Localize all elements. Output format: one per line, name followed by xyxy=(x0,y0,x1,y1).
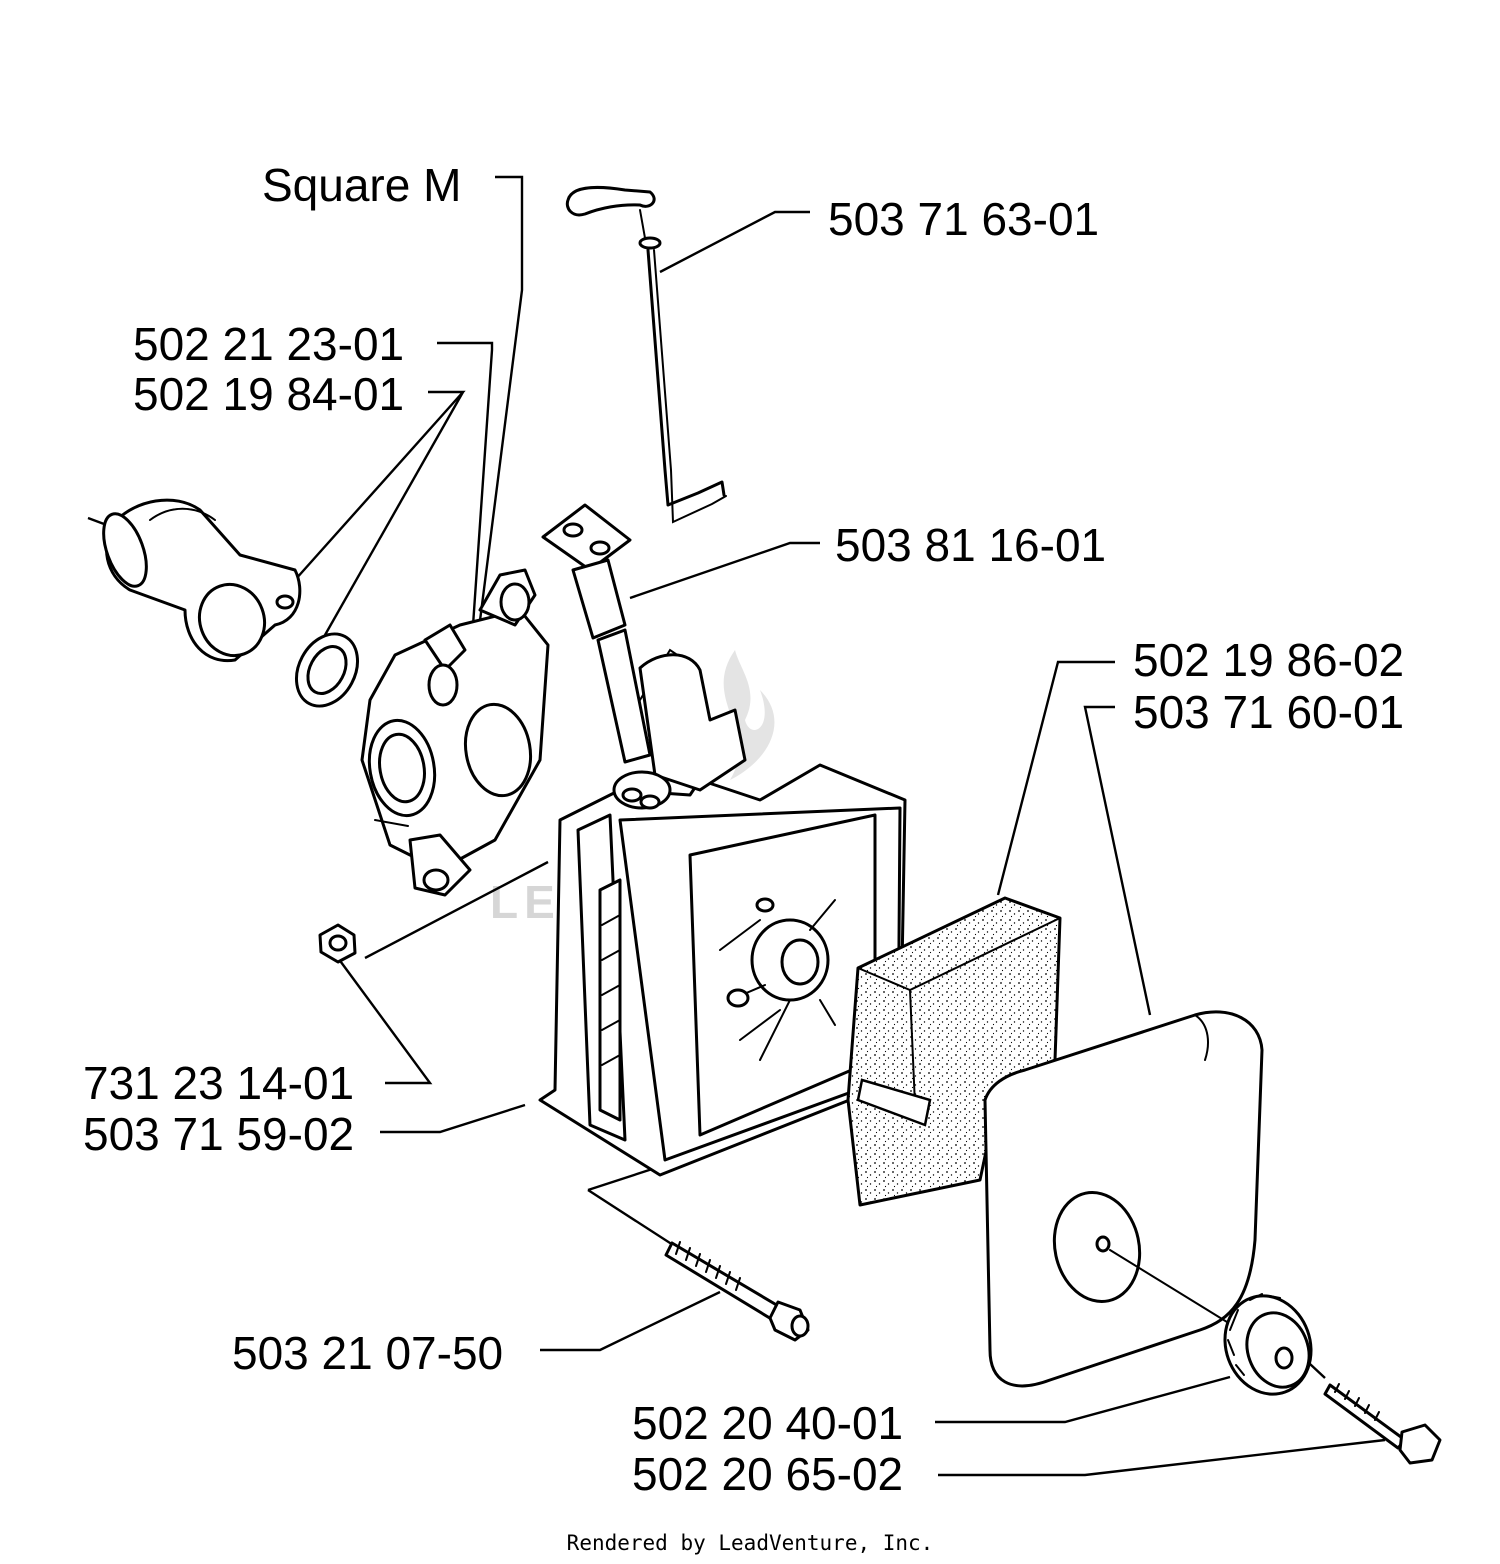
nut-part xyxy=(318,923,357,964)
carb-adapter-part xyxy=(102,498,302,663)
filter-cover-part xyxy=(983,1010,1264,1388)
label-502-20-40-01: 502 20 40-01 xyxy=(632,1397,903,1449)
label-503-71-59-02: 503 71 59-02 xyxy=(83,1108,354,1160)
housing-screw-part xyxy=(664,1241,810,1342)
label-503-81-16-01: 503 81 16-01 xyxy=(835,519,1106,571)
label-square-m: Square M xyxy=(262,159,461,211)
intake-pipe-part xyxy=(541,503,652,764)
cover-screw-part xyxy=(1323,1383,1442,1465)
watermark-flame-icon xyxy=(723,650,775,780)
gasket-part xyxy=(295,632,359,708)
label-503-21-07-50: 503 21 07-50 xyxy=(232,1327,503,1379)
part-labels: Square M 503 71 63-01 502 21 23-01 502 1… xyxy=(83,159,1404,1500)
label-502-20-65-02: 502 20 65-02 xyxy=(632,1448,903,1500)
footer-credit: Rendered by LeadVenture, Inc. xyxy=(567,1531,934,1555)
label-503-71-60-01: 503 71 60-01 xyxy=(1133,686,1404,738)
choke-rod-part xyxy=(565,185,727,524)
label-502-19-84-01: 502 19 84-01 xyxy=(133,368,404,420)
carburetor-part xyxy=(360,568,550,897)
knob-part xyxy=(1223,1293,1313,1396)
label-502-19-86-02: 502 19 86-02 xyxy=(1133,634,1404,686)
filter-housing-part xyxy=(538,648,907,1177)
leader-lines xyxy=(87,175,1386,1477)
label-503-71-63-01: 503 71 63-01 xyxy=(828,193,1099,245)
label-731-23-14-01: 731 23 14-01 xyxy=(83,1057,354,1109)
label-502-21-23-01: 502 21 23-01 xyxy=(133,318,404,370)
